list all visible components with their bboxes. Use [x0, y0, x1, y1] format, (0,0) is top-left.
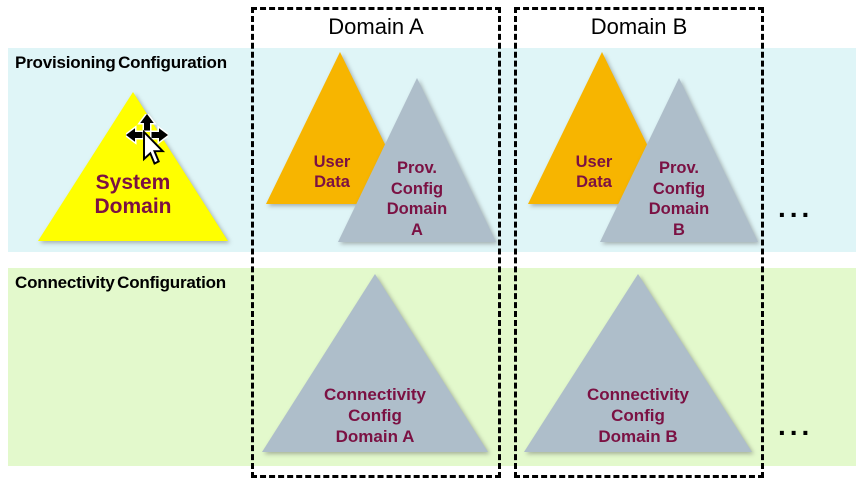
domain-a-box: Domain A [251, 7, 501, 478]
triangle-label-line: User [575, 153, 613, 171]
triangle-label-line: B [673, 220, 685, 239]
triangle-label-line: A [411, 220, 423, 239]
prov-config-domain-a-triangle[interactable]: Prov. Config Domain A [338, 78, 496, 242]
ellipsis-connectivity-row: ... [778, 410, 814, 441]
triangle-label-line: Prov. [658, 159, 700, 177]
triangle-label-line: Config [611, 406, 665, 425]
triangle-label-line: Domain A [335, 427, 415, 446]
domain-a-label: Domain A [328, 14, 424, 39]
system-domain-triangle[interactable]: System Domain [38, 92, 228, 241]
move-cursor-icon [126, 114, 168, 165]
connectivity-config-domain-a-triangle-shape: Connectivity Config Domain A [262, 274, 488, 452]
connectivity-config-domain-a-triangle[interactable]: Connectivity Config Domain A [262, 274, 488, 452]
prov-config-domain-b-triangle-shape: Prov. Config Domain B [600, 78, 758, 242]
triangle-label-line: Data [576, 173, 612, 191]
domain-b-label: Domain B [590, 14, 688, 39]
connectivity-config-domain-b-triangle-shape: Connectivity Config Domain B [524, 274, 752, 452]
triangle-label-line: Connectivity [323, 385, 427, 404]
triangle-label-line: Config [390, 179, 444, 198]
triangle-label-line: Config [652, 179, 706, 198]
connectivity-band-label: Connectivity Configuration [15, 273, 226, 292]
ellipsis-provisioning-row: ... [778, 192, 814, 223]
connectivity-config-domain-b-triangle[interactable]: Connectivity Config Domain B [524, 274, 752, 452]
prov-config-domain-a-triangle-shape: Prov. Config Domain A [338, 78, 496, 242]
triangle-label-line: Domain [648, 200, 710, 218]
triangle-label-line: System [95, 171, 171, 194]
triangle-label-line: Prov. [396, 159, 438, 177]
triangle-label-line: User [313, 153, 351, 171]
triangle-label-line: Data [314, 173, 350, 191]
prov-config-domain-b-triangle[interactable]: Prov. Config Domain B [600, 78, 758, 242]
triangle-label-line: Config [348, 406, 402, 425]
triangle-label-line: Domain [386, 200, 448, 218]
triangle-label-line: Connectivity [586, 385, 690, 404]
triangle-label-line: Domain B [598, 427, 678, 446]
domain-b-box: Domain B [514, 7, 764, 478]
provisioning-band-label: Provisioning Configuration [15, 53, 227, 72]
triangle-label-line: Domain [94, 195, 172, 218]
